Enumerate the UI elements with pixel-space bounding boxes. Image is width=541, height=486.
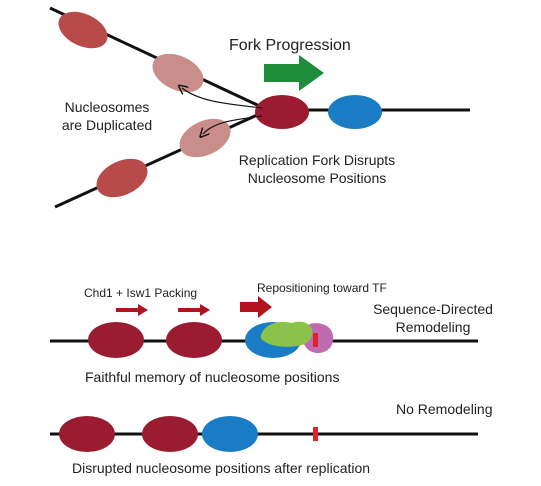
transcription-factor-blue (328, 95, 382, 129)
nucleosome-middle-2 (166, 322, 222, 358)
repositioning-arrow (240, 296, 272, 318)
sequence-label-line1: Sequence-Directed (373, 301, 493, 317)
nucleosome-bottom-1 (59, 416, 115, 452)
fork-progression-label: Fork Progression (229, 37, 351, 54)
nucleosome-bottom-tf (202, 416, 258, 452)
nucleosome-old-lower (96, 158, 148, 198)
duplicated-label-line2: are Duplicated (62, 117, 152, 133)
curved-arrow-down (203, 115, 263, 134)
curved-arrow-up (182, 88, 263, 109)
nucleosome-new-lower (179, 118, 231, 158)
packing-label: Chd1 + Isw1 Packing (84, 286, 197, 300)
disrupted-label: Disrupted nucleosome positions after rep… (72, 460, 370, 476)
replication-fork-panel: Fork Progression Nucleosomes are Duplica… (49, 6, 470, 209)
no-remodeling-label: No Remodeling (396, 401, 493, 417)
tf-binding-site (313, 333, 318, 347)
faithful-label: Faithful memory of nucleosome positions (85, 369, 339, 385)
nucleosome-old-upper (58, 11, 108, 49)
sequence-directed-panel: Chd1 + Isw1 Packing Repositioning toward… (50, 281, 493, 385)
duplicated-label-line1: Nucleosomes (65, 99, 150, 115)
sequence-label-line2: Remodeling (396, 319, 471, 335)
repositioning-label: Repositioning toward TF (257, 281, 387, 295)
disrupts-label-line1: Replication Fork Disrupts (239, 152, 395, 168)
packing-arrow-1 (116, 304, 148, 316)
tf-binding-site-bottom (313, 427, 318, 441)
no-remodeling-panel: No Remodeling Disrupted nucleosome posit… (50, 401, 493, 476)
fork-progression-arrow (264, 55, 324, 91)
dna-lower-strand (54, 108, 269, 209)
nucleosome-middle-1 (88, 322, 144, 358)
remodeler-green (260, 321, 313, 347)
nucleosome-new-upper (152, 53, 204, 93)
disrupts-label-line2: Nucleosome Positions (248, 170, 387, 186)
nucleosome-bottom-2 (142, 416, 198, 452)
nucleosome-parental (255, 95, 309, 129)
packing-arrow-2 (178, 304, 210, 316)
